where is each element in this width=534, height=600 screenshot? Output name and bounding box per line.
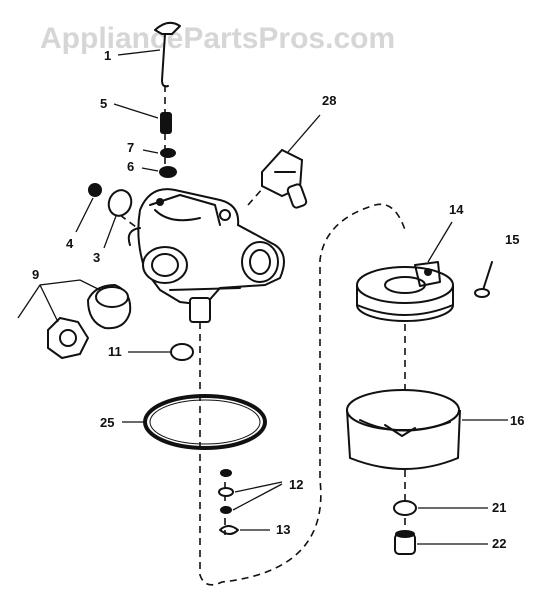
part-13-spring: 13	[219, 522, 290, 537]
part-28-inlet-fitting: 28	[261, 93, 336, 209]
part-22-bowl-nut: 22	[394, 530, 506, 555]
part-6-washer: 6	[127, 159, 177, 178]
callout-9: 9	[32, 267, 39, 282]
part-3-gasket: 3	[93, 189, 133, 265]
part-12-clips: 12	[218, 469, 303, 514]
assembly-lines	[119, 85, 406, 586]
watermark-text: AppliancePartsPros.com	[40, 22, 395, 55]
callout-21: 21	[492, 500, 506, 515]
part-11-needle-seat: 11	[108, 343, 194, 361]
part-5-screw: 5	[100, 96, 172, 134]
callout-13: 13	[276, 522, 290, 537]
part-21-washer: 21	[393, 500, 506, 516]
callout-16: 16	[510, 413, 524, 428]
part-16-float-bowl: 16	[346, 389, 524, 470]
part-14-float: 14	[356, 202, 464, 322]
callout-4: 4	[66, 236, 74, 251]
callout-15: 15	[505, 232, 519, 247]
callout-3: 3	[93, 250, 100, 265]
callout-25: 25	[100, 415, 114, 430]
callout-11: 11	[108, 344, 122, 359]
callout-7: 7	[127, 140, 134, 155]
part-4-plug: 4	[66, 183, 102, 251]
part-7-washer: 7	[127, 140, 176, 158]
callout-1: 1	[104, 48, 111, 63]
callout-6: 6	[127, 159, 134, 174]
callout-14: 14	[449, 202, 464, 217]
callout-28: 28	[322, 93, 336, 108]
carburetor-body	[127, 188, 285, 323]
part-25-bowl-gasket: 25	[100, 394, 267, 450]
callout-12: 12	[289, 477, 303, 492]
callout-22: 22	[492, 536, 506, 551]
part-1-choke-lever: 1	[104, 21, 181, 88]
callout-5: 5	[100, 96, 107, 111]
part-9-primer-assembly: 9	[17, 267, 132, 360]
part-15-float-pin: 15	[474, 232, 519, 298]
